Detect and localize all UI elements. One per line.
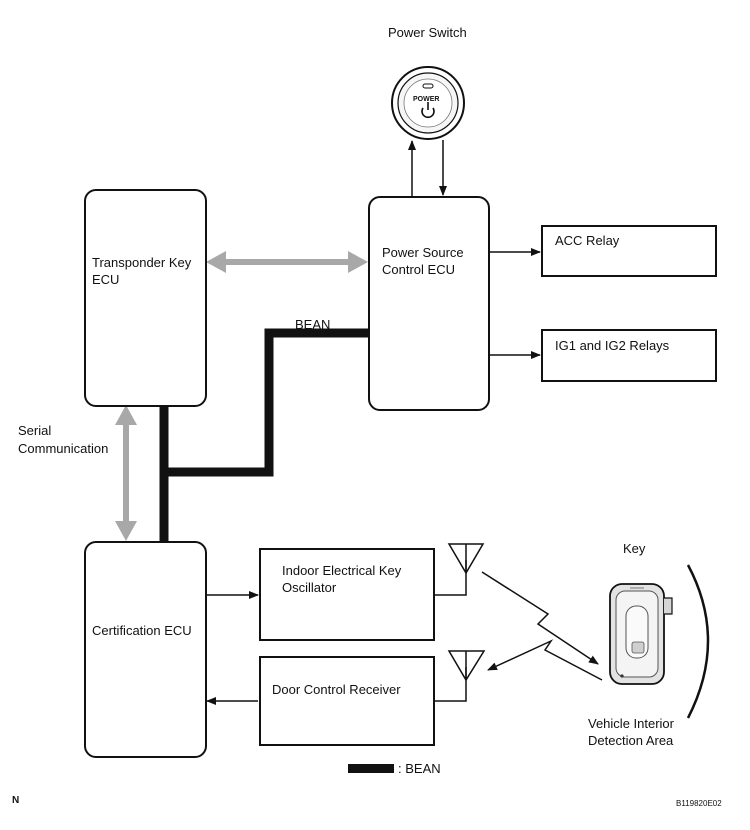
- certification-ecu-box: Certification ECU: [84, 541, 207, 758]
- corner-code-left: N: [12, 795, 20, 806]
- transponder-power-source-link: [206, 251, 368, 273]
- serial-communication-link: [115, 405, 137, 541]
- door-receiver-label: Door Control Receiver: [272, 682, 401, 697]
- door-control-receiver-box: Door Control Receiver: [259, 656, 435, 746]
- power-source-label-line1: Power Source: [382, 245, 464, 260]
- power-source-control-ecu-box: Power Source Control ECU: [368, 196, 490, 411]
- serial-label-line2: Communication: [18, 441, 109, 456]
- key-fob-icon: [609, 583, 673, 685]
- oscillator-label-line1: Indoor Electrical Key: [282, 563, 402, 578]
- transponder-key-ecu-box: Transponder Key ECU: [84, 189, 207, 407]
- power-source-label-line2: Control ECU: [382, 262, 455, 277]
- transponder-label-line1: Transponder Key: [92, 255, 192, 270]
- power-button-text: POWER: [413, 96, 440, 103]
- acc-relay-box: ACC Relay: [541, 225, 717, 277]
- ig-relays-box: IG1 and IG2 Relays: [541, 329, 717, 382]
- acc-relay-label: ACC Relay: [555, 233, 620, 248]
- indoor-key-oscillator-box: Indoor Electrical Key Oscillator: [259, 548, 435, 641]
- signal-to-key-icon: [481, 571, 599, 665]
- detection-label-line1: Vehicle Interior: [588, 716, 674, 731]
- signal-from-key-icon: [487, 639, 603, 681]
- legend-bean-label: : BEAN: [398, 761, 441, 776]
- bean-bus-branch: [164, 328, 369, 477]
- receiver-antenna-icon: [434, 650, 486, 702]
- cert-ecu-label: Certification ECU: [92, 623, 192, 638]
- transponder-label-line2: ECU: [92, 272, 120, 287]
- ig-relays-label: IG1 and IG2 Relays: [555, 338, 670, 353]
- bean-line-label: BEAN: [295, 317, 331, 332]
- oscillator-label-line2: Oscillator: [282, 580, 337, 595]
- serial-label-line1: Serial: [18, 423, 52, 438]
- legend-bean-swatch: [348, 764, 394, 773]
- oscillator-antenna-icon: [434, 543, 485, 596]
- power-switch-button-icon: [391, 66, 465, 140]
- figure-code: B119820E02: [676, 799, 722, 808]
- detection-label-line2: Detection Area: [588, 733, 674, 748]
- key-label: Key: [623, 541, 646, 556]
- power-switch-label: Power Switch: [388, 25, 467, 40]
- detection-area-arc: [686, 564, 710, 719]
